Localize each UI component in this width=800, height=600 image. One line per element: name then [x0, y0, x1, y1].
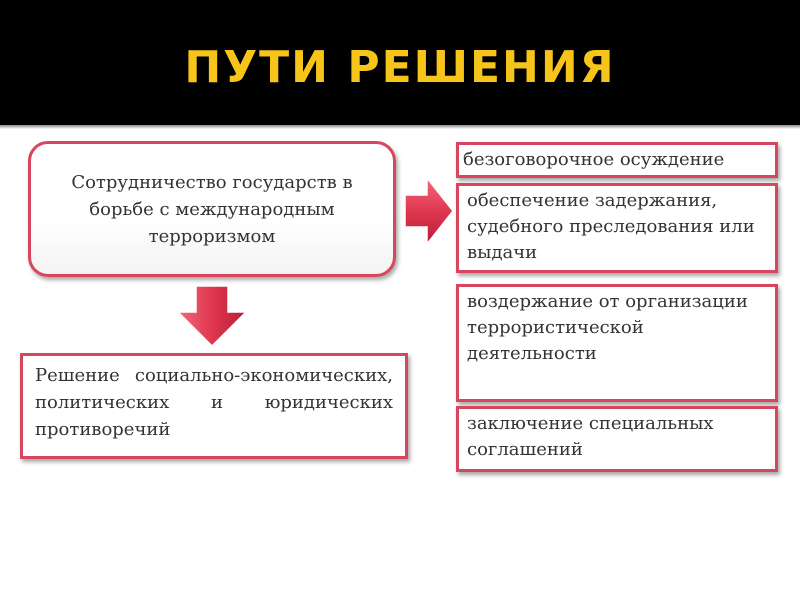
- title-bar: ПУТИ РЕШЕНИЯ: [0, 0, 800, 129]
- contradictions-box-text: Решение социально-экономических, политич…: [35, 365, 393, 440]
- measure-box-abstention: воздержание от организации террористичес…: [456, 284, 778, 402]
- measure-box-text: обеспечение задержания, судебного пресле…: [467, 190, 755, 263]
- arrow-down-icon: [176, 285, 248, 348]
- measure-box-detention: обеспечение задержания, судебного пресле…: [456, 183, 778, 273]
- measure-box-condemnation: безоговорочное осуждение: [456, 142, 778, 178]
- measure-box-text: воздержание от организации террористичес…: [467, 291, 748, 364]
- cooperation-box-text: Сотрудничество государств в борьбе с меж…: [71, 171, 353, 247]
- slide-title: ПУТИ РЕШЕНИЯ: [184, 42, 616, 93]
- cooperation-box: Сотрудничество государств в борьбе с меж…: [28, 141, 396, 277]
- arrow-right-icon: [404, 176, 454, 246]
- measure-box-agreements: заключение специальных соглашений: [456, 406, 778, 472]
- contradictions-box: Решение социально-экономических, политич…: [20, 353, 408, 459]
- measure-box-text: заключение специальных соглашений: [467, 413, 714, 460]
- measure-box-text: безоговорочное осуждение: [463, 149, 725, 170]
